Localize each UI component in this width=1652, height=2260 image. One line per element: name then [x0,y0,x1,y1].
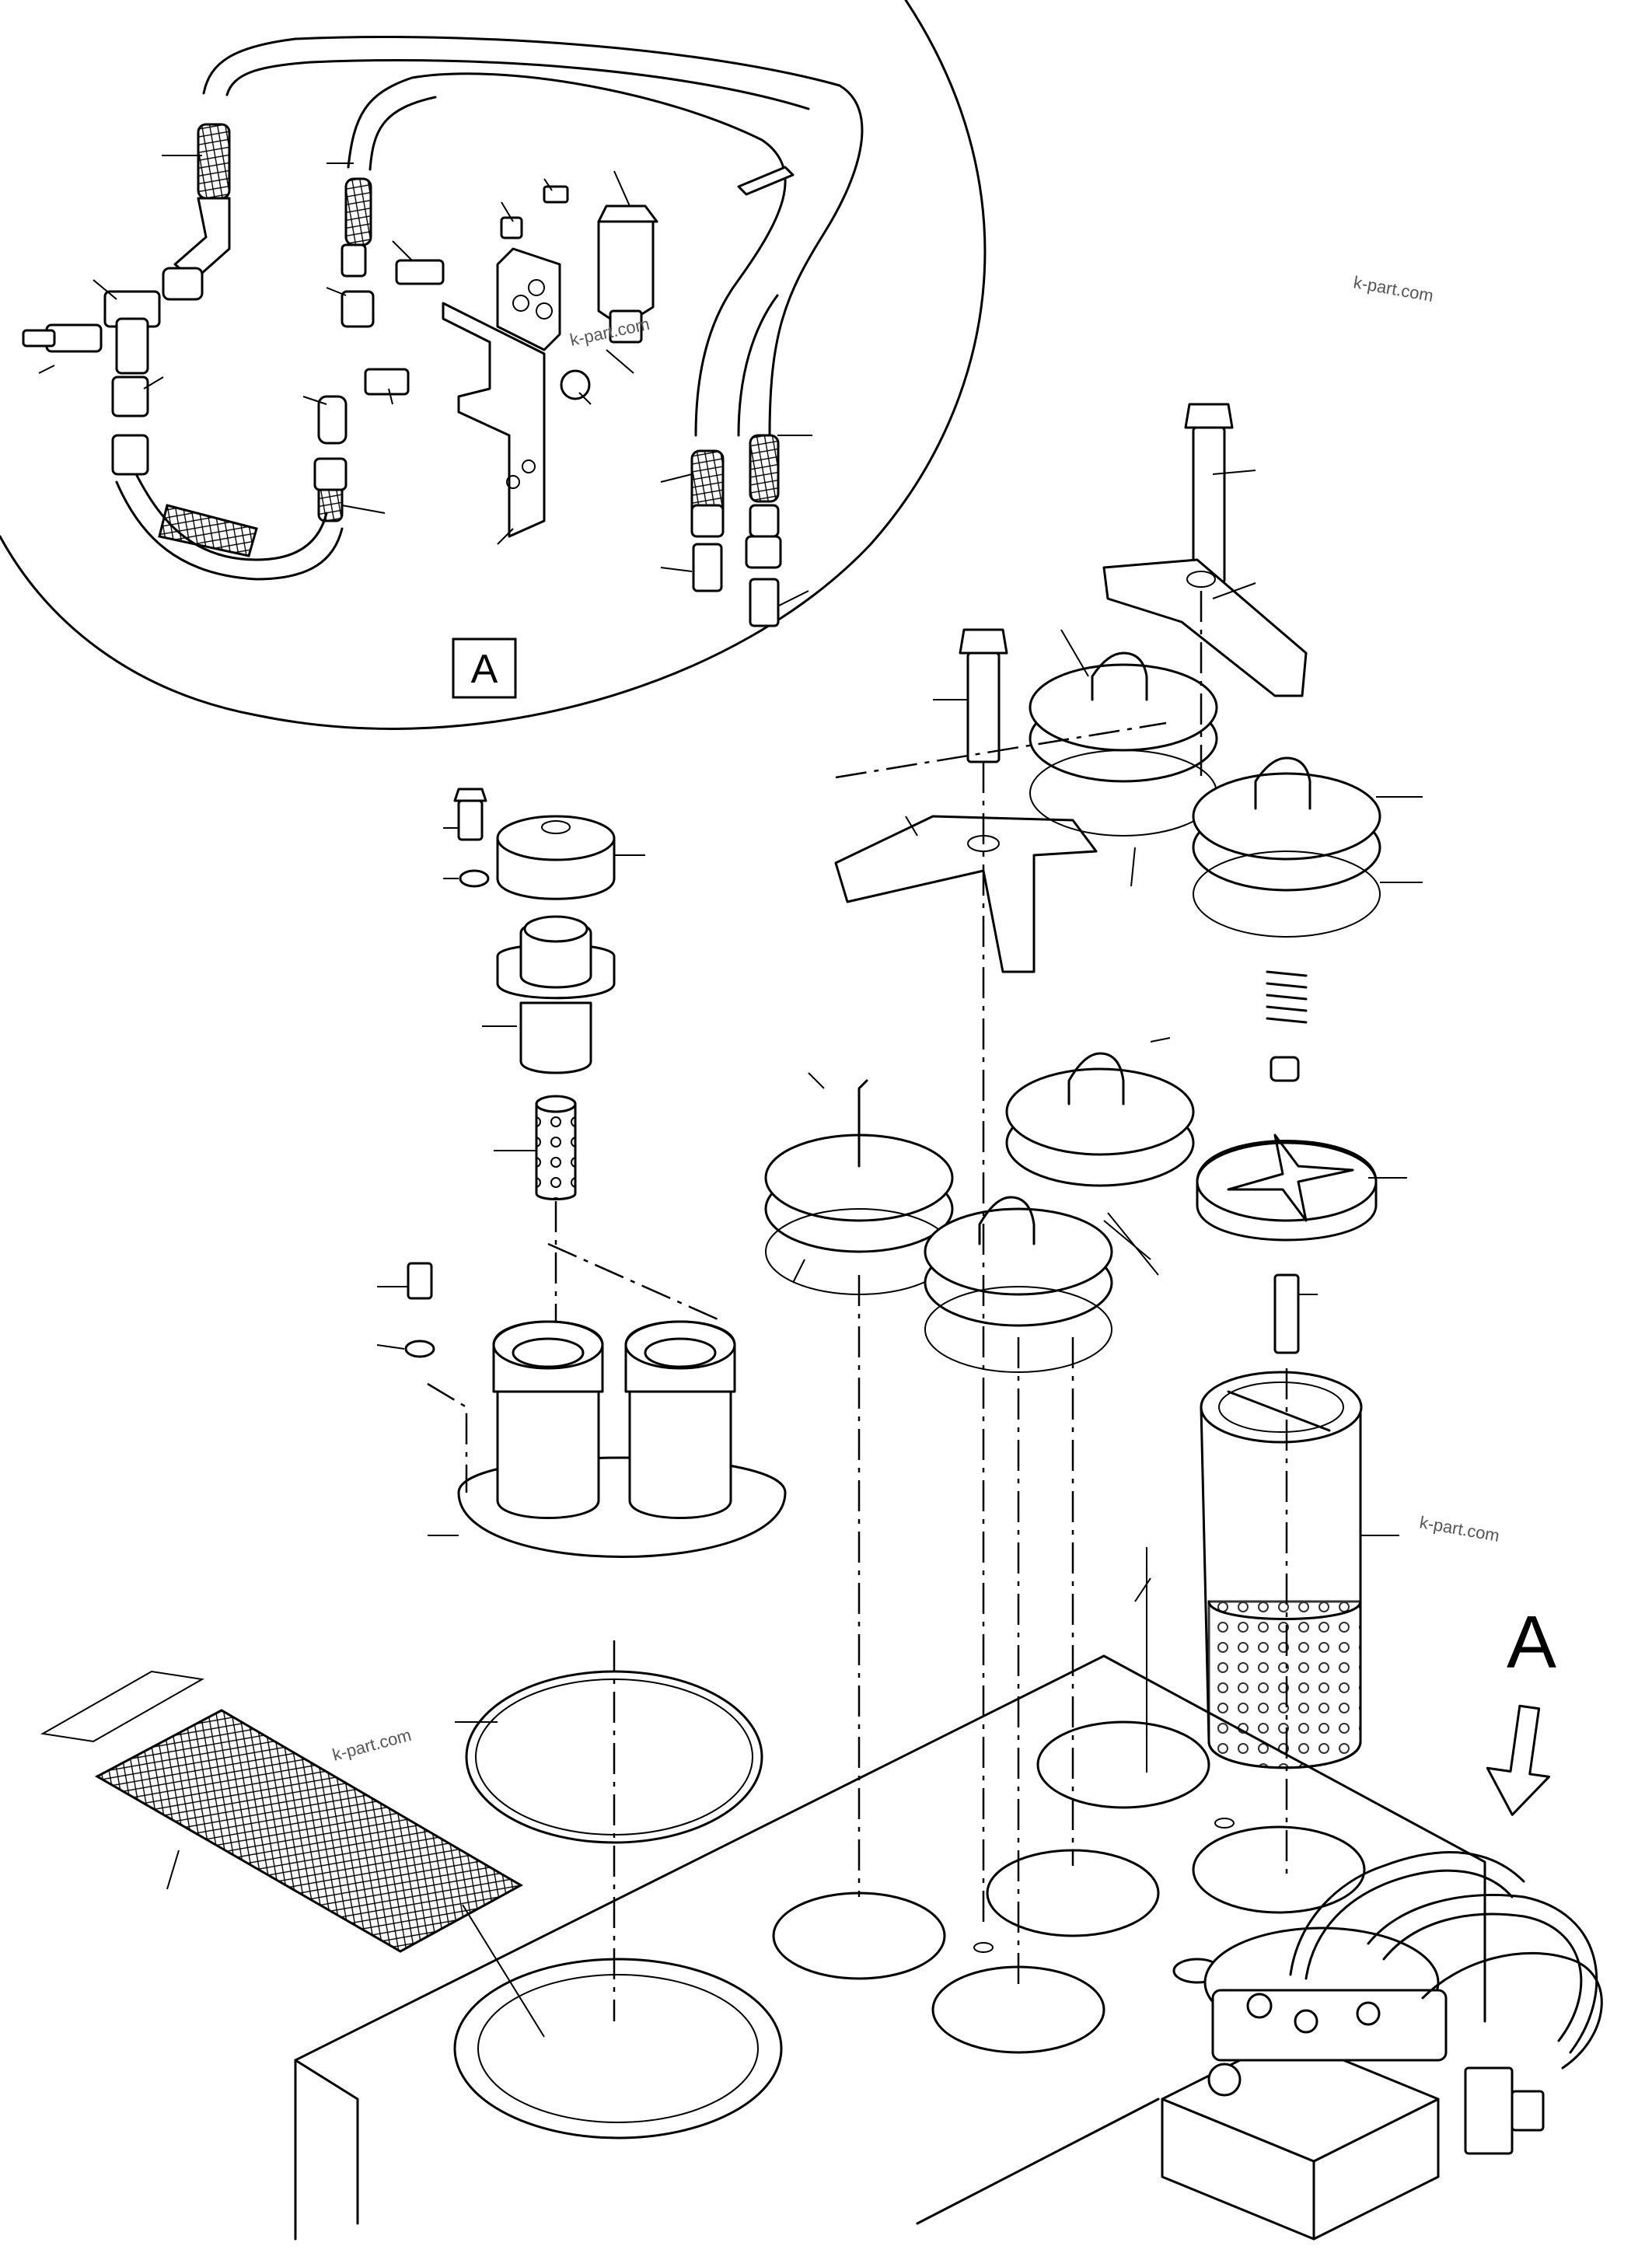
washer [459,869,490,888]
mounting-bracket [442,302,546,538]
view-label: A [1507,1601,1556,1684]
bolt [457,799,484,841]
cover-lid [1005,1052,1195,1187]
long-bolt [966,651,1001,763]
twin-filter-housing [457,1320,787,1558]
cover-lid [764,1079,954,1295]
hydraulic-hoses-detail [115,36,864,581]
detail-a-bubble: A [0,0,987,730]
screw [737,166,795,196]
cover-assemblies [764,403,1381,1769]
hydraulic-manifold [1161,1851,1603,2241]
bolt [407,1262,433,1300]
fittings-detail [22,197,782,627]
cover-lid [924,1196,1113,1373]
braided-hose-section [749,434,780,503]
braided-hose-section [197,123,231,200]
cover-lid [1192,756,1381,938]
tie-rod [1273,1273,1300,1354]
leader-lines-detail [38,155,812,607]
detail-label-box: A [452,637,517,699]
tank-base [294,1654,1486,2241]
valve-block [496,247,561,351]
filter-bowl-right [628,1367,732,1519]
strainer-assembly [404,788,616,1358]
assembly-axes [427,591,1288,2021]
seal-rings [453,1670,783,2139]
strainer-body [519,1001,592,1074]
leader-lines-main [166,470,1423,2038]
cover-lid [1029,651,1218,837]
tri-arm-clamp [834,815,1098,973]
filter-bowl-left [496,1367,600,1519]
view-indicator: A [1486,1601,1556,1816]
clamp-bar [1102,558,1308,697]
watermark: k-part.com [1418,1512,1501,1546]
watermark: k-part.com [1352,272,1435,306]
spacer [1270,1056,1300,1082]
perforated-strainer-element [535,1102,577,1200]
solenoid [1464,2066,1514,2155]
braided-hose-section [158,504,258,557]
washer [404,1340,435,1358]
tank-port [1036,1720,1210,1809]
gasket-ring [453,1958,783,2139]
arrow-down-icon [1486,1704,1551,1816]
valve-block-and-bracket [442,166,795,538]
tank-port [1192,1825,1366,1914]
braided-hose-section [344,177,372,246]
tank-port [772,1891,946,1980]
spring [1266,970,1308,1024]
mesh-screen [40,1670,524,1953]
watermark: k-part.com [330,1725,414,1765]
detail-label: A [471,647,498,692]
mesh-screen-panel [94,1709,524,1953]
